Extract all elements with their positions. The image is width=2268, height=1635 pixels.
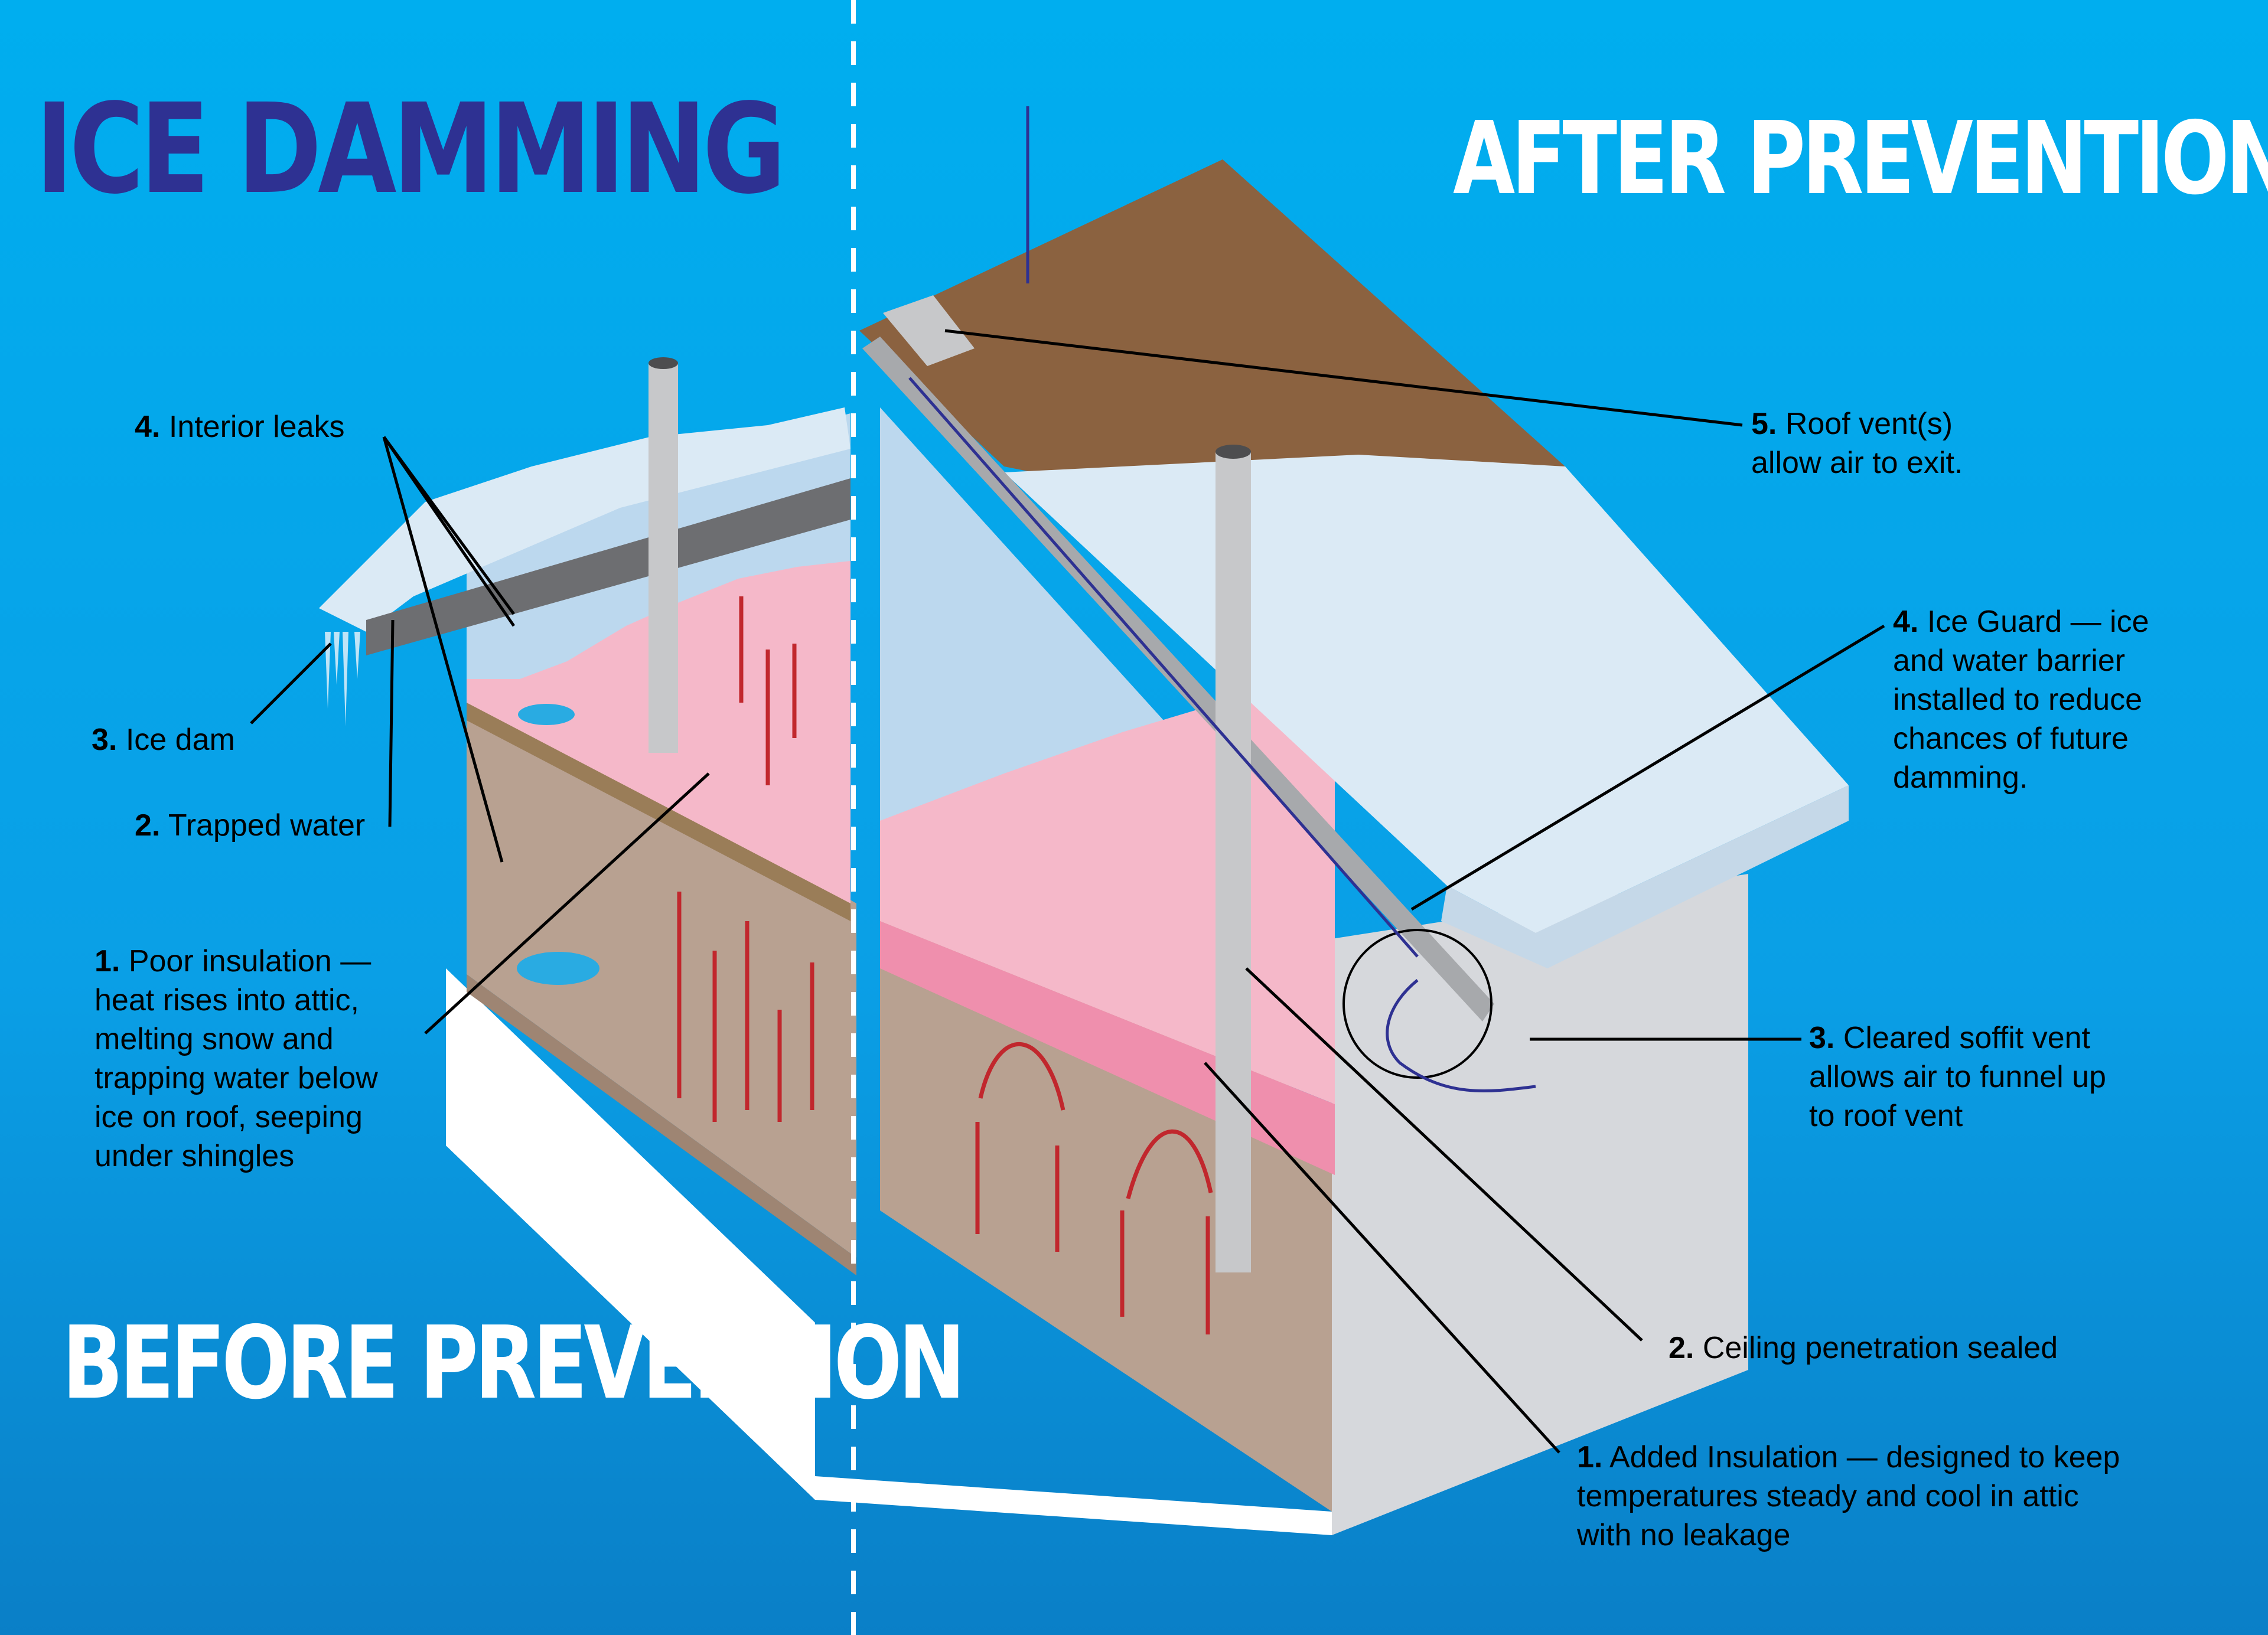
before-label-1-line5: ice on roof, seeping [94,1098,378,1137]
after-label-1-num: 1. [1577,1440,1602,1474]
before-label-1-line3: melting snow and [94,1020,378,1059]
before-label-4-num: 4. [135,410,160,444]
before-label-2-line1: Trapped water [168,808,365,843]
after-label-5-line2: allow air to exit. [1751,443,1963,482]
before-label-1-line4: trapping water below [94,1059,378,1098]
before-chimney-top [649,357,678,369]
before-prevention-title: BEFORE PREVENTION [62,1305,962,1422]
after-label-4-line5: damming. [1893,758,2149,797]
main-title: ICE DAMMING [35,77,782,221]
after-label-4-line1-text: Ice Guard — ice [1927,605,2149,639]
before-label-3-line1: Ice dam [126,723,235,757]
after-chimney-pipe [1216,452,1251,1272]
after-label-5-line1: 5. Roof vent(s) [1751,404,1963,443]
after-label-4-line1: 4. Ice Guard — ice [1893,602,2149,641]
after-label-ceiling-penetration: 2. Ceiling penetration sealed [1669,1329,2058,1368]
before-label-trapped-water: 2. Trapped water [135,806,365,845]
after-prevention-title: AFTER PREVENTION [1453,100,2268,217]
after-label-roof-vents: 5. Roof vent(s) allow air to exit. [1751,404,1963,482]
after-label-4-line2: and water barrier [1893,641,2149,680]
before-label-interior-leaks: 4. Interior leaks [135,407,345,446]
after-label-5-num: 5. [1751,407,1777,441]
after-label-1-line1-text: Added Insulation — designed to keep [1609,1440,2120,1474]
before-label-1-line1: 1. Poor insulation — [94,942,378,981]
water-puddle-attic [518,704,575,725]
after-label-1-line3: with no leakage [1577,1516,2120,1555]
after-label-5-line1-text: Roof vent(s) [1785,407,1953,441]
before-label-4-line1: Interior leaks [169,410,345,444]
after-label-4-num: 4. [1893,605,1918,639]
after-label-1-line2: temperatures steady and cool in attic [1577,1477,2120,1516]
after-chimney-top [1216,445,1251,459]
after-label-soffit-vent: 3. Cleared soffit vent allows air to fun… [1809,1019,2106,1135]
after-label-3-line1-text: Cleared soffit vent [1843,1021,2090,1055]
after-label-3-line3: to roof vent [1809,1096,2106,1135]
before-label-ice-dam: 3. Ice dam [92,720,235,759]
after-label-2-line1: Ceiling penetration sealed [1703,1331,2058,1365]
after-label-2-num: 2. [1669,1331,1694,1365]
before-label-2-num: 2. [135,808,160,843]
after-label-added-insulation: 1. Added Insulation — designed to keep t… [1577,1438,2120,1555]
after-label-4-line4: chances of future [1893,719,2149,758]
icicles [319,632,360,726]
before-label-3-num: 3. [92,723,117,757]
after-label-3-line1: 3. Cleared soffit vent [1809,1019,2106,1058]
after-label-ice-guard: 4. Ice Guard — ice and water barrier ins… [1893,602,2149,797]
after-label-3-line2: allows air to funnel up [1809,1058,2106,1096]
before-label-poor-insulation: 1. Poor insulation — heat rises into att… [94,942,378,1176]
right-house-side-wall [1332,874,1748,1535]
before-label-1-line2: heat rises into attic, [94,981,378,1020]
before-label-1-line1-text: Poor insulation — [129,944,371,978]
after-label-1-line1: 1. Added Insulation — designed to keep [1577,1438,2120,1477]
after-label-4-line3: installed to reduce [1893,680,2149,719]
before-label-1-line6: under shingles [94,1137,378,1176]
water-puddle-floor [517,952,599,985]
before-chimney-pipe [649,363,678,753]
after-label-3-num: 3. [1809,1021,1834,1055]
before-label-1-num: 1. [94,944,120,978]
